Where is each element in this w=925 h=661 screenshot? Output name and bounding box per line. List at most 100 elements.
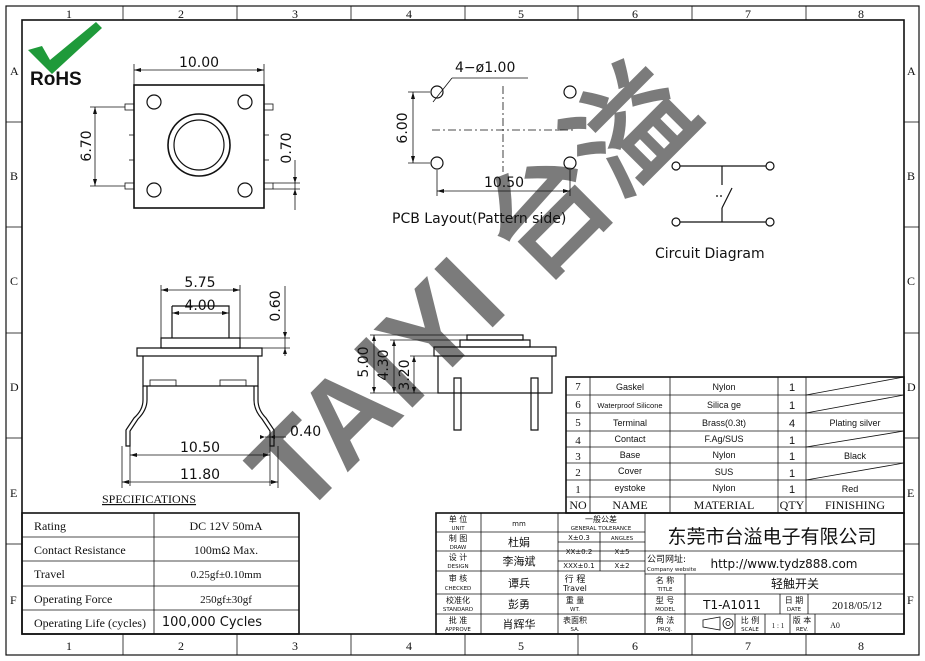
spec-label-rating: Rating [34, 519, 66, 533]
col-label-1-bottom: 1 [66, 639, 72, 653]
tb-surface-en: SA. [570, 627, 579, 633]
tb-proj-en: PROJ. [658, 627, 673, 633]
bom-finishing-1: Red [842, 484, 859, 494]
watermark-text: TAIYI 台溢 [224, 40, 723, 539]
col-label-5-bottom: 5 [518, 639, 524, 653]
bom-name-5: Terminal [613, 418, 647, 428]
dim-height: 6.70 [79, 130, 95, 161]
title-block: 单 位 UNIT 制 图 DRAW 设 计 DESIGN 审 核 CHECKED… [435, 512, 905, 635]
tb-name-value: 轻触开关 [771, 577, 819, 591]
bom-material-6: Silica ge [707, 400, 741, 410]
tb-tolerance-en: GENERAL TOLERANCE [571, 526, 632, 532]
row-label-c-right: C [907, 274, 915, 288]
tb-checked-label: 审 核 [449, 573, 468, 583]
spec-value-contact-resistance: 100mΩ Max. [194, 543, 258, 557]
col-label-2: 2 [178, 7, 184, 21]
col-label-8-bottom: 8 [858, 639, 864, 653]
bom-qty-6: 1 [789, 400, 795, 412]
dim-base-height: 3.20 [397, 359, 413, 390]
tb-tol-col2: ANGLES [611, 536, 634, 542]
dim-stem-height: 0.60 [268, 290, 284, 321]
bom-qty-1: 1 [789, 484, 795, 496]
bom-finishing-3: Black [844, 451, 867, 461]
tb-scale-value: 1 : 1 [772, 622, 785, 630]
tb-standard-value: 彭勇 [508, 597, 530, 611]
dim-cap-width: 5.75 [184, 275, 215, 291]
col-label-5: 5 [518, 7, 524, 21]
bom-header-no: NO [569, 498, 587, 512]
dim-overall: 11.80 [180, 467, 220, 483]
row-label-a: A [10, 64, 19, 78]
tb-weight-en: WT. [570, 607, 580, 613]
tb-design-value: 李海斌 [503, 554, 536, 568]
tb-date-value: 2018/05/12 [832, 600, 882, 612]
top-view: 10.00 6.70 0.70 [79, 55, 300, 210]
col-label-1: 1 [66, 7, 72, 21]
bom-table: 7 Gaskel Nylon 1 6 Waterproof Silicone S… [565, 376, 905, 514]
spec-value-operating-life: 100,000 Cycles [162, 615, 262, 630]
pcb-caption: PCB Layout(Pattern side) [392, 211, 566, 227]
row-label-b-right: B [907, 169, 915, 183]
specifications-heading: SPECIFICATIONS [102, 492, 196, 506]
tb-proj-label: 角 法 [656, 615, 675, 625]
bom-qty-5: 4 [789, 418, 795, 430]
tb-unit-en: UNIT [451, 526, 465, 532]
projection-symbol-icon [702, 616, 734, 631]
bom-header-finishing: FINISHING [825, 498, 885, 512]
col-label-6: 6 [632, 7, 638, 21]
bom-qty-3: 1 [789, 451, 795, 463]
tb-company: 东莞市台溢电子有限公司 [667, 526, 876, 548]
rohs-check-icon [28, 22, 102, 74]
spec-value-travel: 0.25gf±0.10mm [191, 569, 262, 581]
tb-tol-r1b: X±5 [614, 548, 629, 556]
col-label-3-bottom: 3 [292, 639, 298, 653]
bom-material-1: Nylon [712, 483, 735, 493]
tb-tol-col1: X±0.3 [568, 534, 590, 542]
tb-design-label: 设 计 [449, 552, 468, 562]
tb-approve-value: 肖辉华 [503, 617, 536, 631]
tb-draw-value: 杜娟 [508, 535, 530, 549]
tb-rev-en: REV. [796, 627, 808, 633]
col-label-7: 7 [745, 7, 751, 21]
row-label-c: C [10, 274, 18, 288]
bom-no-1: 1 [575, 484, 581, 496]
bom-material-4: F.Ag/SUS [704, 434, 743, 444]
row-label-f-right: F [907, 593, 914, 607]
bom-material-3: Nylon [712, 450, 735, 460]
bom-material-7: Nylon [712, 382, 735, 392]
row-label-b: B [10, 169, 18, 183]
dim-pitch-y: 6.00 [395, 112, 411, 143]
tb-approve-en: APPROVE [445, 627, 471, 633]
bom-material-5: Brass(0.3t) [702, 418, 746, 428]
tb-model-en: MODEL [655, 607, 676, 613]
tb-model-label: 型 号 [656, 596, 675, 605]
tb-website-label: 公司网址: [647, 553, 686, 565]
tb-checked-en: CHECKED [445, 586, 472, 592]
col-label-2-bottom: 2 [178, 639, 184, 653]
col-label-4-bottom: 4 [406, 639, 412, 653]
spec-label-operating-force: Operating Force [34, 592, 112, 606]
col-label-3: 3 [292, 7, 298, 21]
col-label-6-bottom: 6 [632, 639, 638, 653]
tb-date-en: DATE [787, 607, 802, 613]
row-label-d: D [10, 380, 19, 394]
tb-checked-value: 谭兵 [508, 577, 530, 590]
tb-rev-label: 版 本 [793, 615, 812, 625]
tb-name-en: TITLE [657, 587, 673, 593]
tb-travel-value: Travel [562, 584, 587, 593]
tb-date-label: 日 期 [785, 596, 804, 605]
spec-label-contact-resistance: Contact Resistance [34, 543, 126, 557]
tb-scale-en: SCALE [741, 627, 759, 633]
tb-design-en: DESIGN [447, 564, 468, 570]
col-label-4: 4 [406, 7, 412, 21]
tb-tol-r2b: X±2 [614, 562, 629, 570]
tb-draw-en: DRAW [450, 545, 467, 551]
tb-weight-label: 重 量 [566, 595, 585, 605]
front-view: 5.75 4.00 0.60 0.40 10.50 11.80 [121, 275, 321, 488]
bom-name-3: Base [620, 450, 641, 460]
bom-finishing-5: Plating silver [829, 418, 880, 428]
tb-draw-label: 制 图 [449, 533, 468, 543]
bom-qty-4: 1 [789, 435, 795, 447]
col-label-8: 8 [858, 7, 864, 21]
tb-unit-label: 单 位 [449, 514, 468, 524]
